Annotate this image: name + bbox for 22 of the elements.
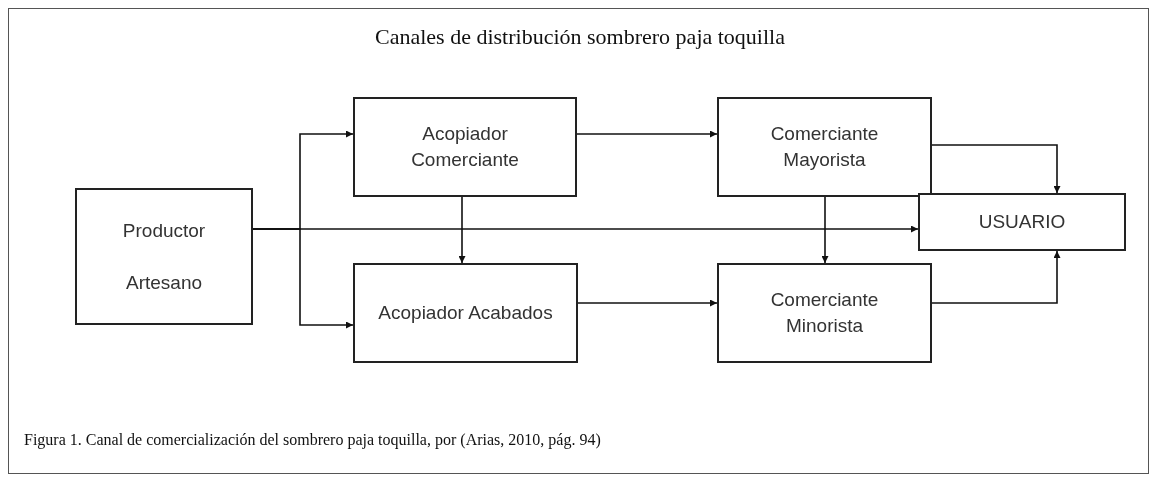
- process-box: [353, 263, 578, 363]
- process-box: [918, 193, 1126, 251]
- figure-caption: Figura 1. Canal de comercialización del sombrero paja toquilla, por (Arias, 2010, pág. 94): [24, 431, 601, 449]
- arrow: [458, 196, 466, 264]
- process-box: [75, 188, 253, 325]
- arrow: [931, 250, 1061, 304]
- arrow: [577, 299, 718, 307]
- arrow: [576, 130, 718, 138]
- node-label: Productor: [122, 218, 206, 243]
- process-box: [717, 97, 932, 197]
- process-box: [353, 97, 577, 197]
- node-label: USUARIO: [978, 210, 1066, 235]
- process-box: [717, 263, 932, 363]
- arrow: [931, 144, 1061, 194]
- node-label: Artesano: [125, 270, 202, 295]
- node-label: Acopiador Acabados: [378, 301, 553, 326]
- node-label: Comerciante Minorista: [769, 288, 880, 338]
- diagram-title: Canales de distribución sombrero paja toquilla: [374, 24, 786, 50]
- node-label: Acopiador Comerciante: [410, 122, 520, 172]
- arrow: [821, 196, 829, 264]
- node-label: Comerciante Mayorista: [769, 122, 880, 172]
- arrow: [252, 225, 919, 233]
